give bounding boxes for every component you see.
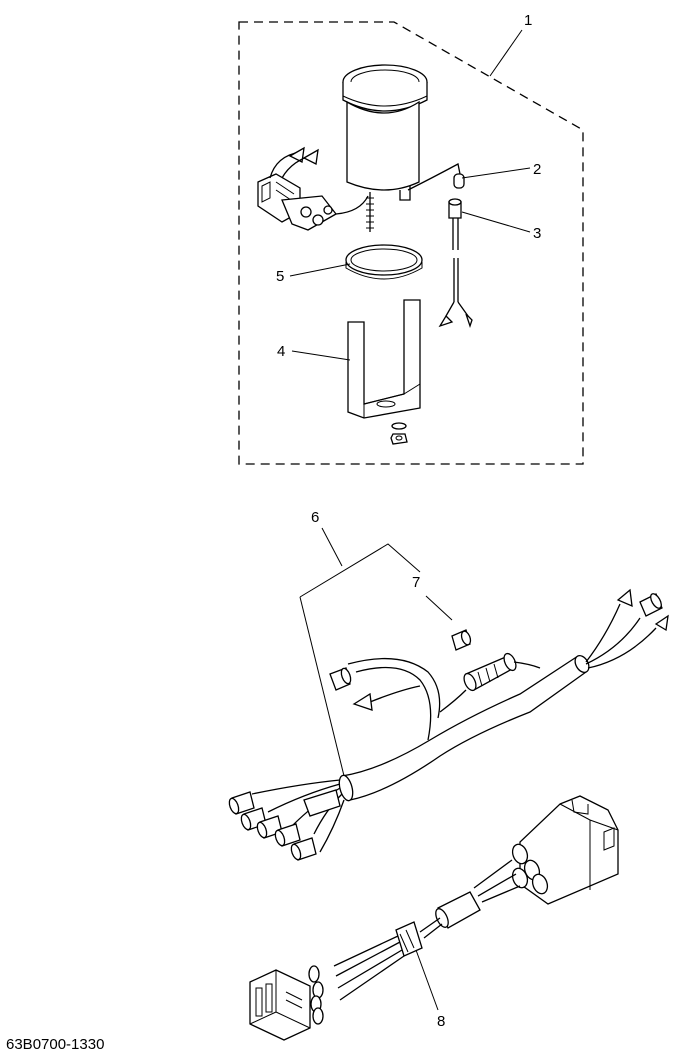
callout-5: 5 xyxy=(276,268,284,285)
leader-6 xyxy=(321,527,343,567)
bulb-socket xyxy=(438,198,473,329)
gauge-connector xyxy=(257,173,369,231)
gauge-body xyxy=(342,64,461,232)
leader-3 xyxy=(461,211,531,233)
wire-harness xyxy=(228,543,669,861)
bracket xyxy=(347,299,421,419)
callout-2: 2 xyxy=(533,161,541,178)
leader-5 xyxy=(289,263,351,277)
callout-7: 7 xyxy=(412,574,420,591)
leader-4 xyxy=(291,350,351,361)
leader-2 xyxy=(461,167,531,179)
washer-nut xyxy=(390,422,408,445)
callout-1: 1 xyxy=(524,12,532,29)
gauge-connector-arrows xyxy=(269,146,319,179)
callout-8: 8 xyxy=(437,1013,445,1030)
bulb xyxy=(453,173,465,189)
callout-3: 3 xyxy=(533,225,541,242)
drawing-code: 63B0700-1330 xyxy=(6,1036,104,1053)
callout-4: 4 xyxy=(277,343,285,360)
o-ring xyxy=(345,244,423,280)
leader-1 xyxy=(489,29,523,77)
callout-6: 6 xyxy=(311,509,319,526)
adapter-lead xyxy=(249,795,619,1041)
leader-8 xyxy=(415,949,439,1011)
